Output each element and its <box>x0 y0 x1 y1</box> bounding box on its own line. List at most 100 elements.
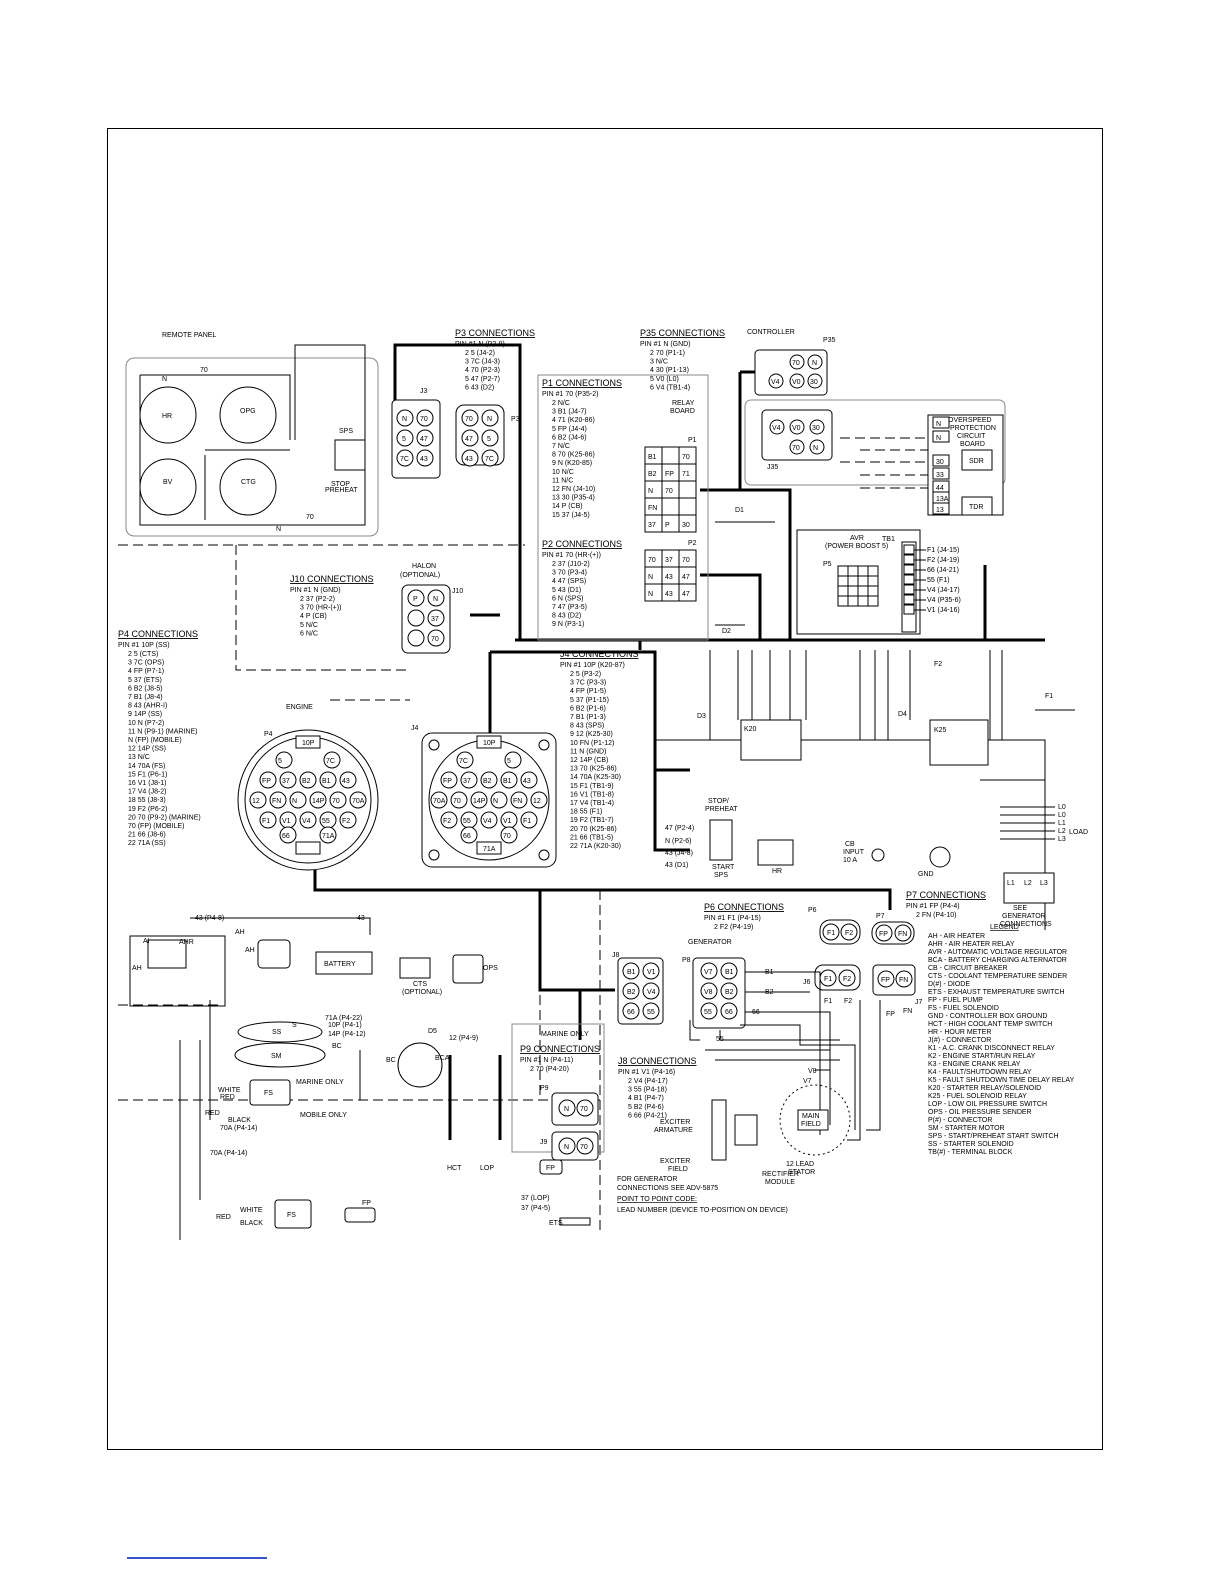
footer-link-underline[interactable] <box>127 1557 267 1559</box>
pin: V8 <box>704 989 713 996</box>
pin-label: FP <box>443 778 452 785</box>
wire-70a2-label: 70A (P4-14) <box>210 1150 247 1157</box>
j9-label: J9 <box>540 1139 548 1146</box>
pin-label: F1 <box>262 818 270 825</box>
wire-71a-label: 71A (P4-22) <box>325 1015 362 1022</box>
table-row: 22 71A (SS) <box>128 840 166 847</box>
table-row: 5 43 (D1) <box>552 587 581 594</box>
table-row: 19 F2 (P6-2) <box>128 806 167 813</box>
pin-label: 70 <box>453 798 461 805</box>
p2-table-title: P2 CONNECTIONS <box>542 539 622 549</box>
table-row: 10 FN (P1-12) <box>570 740 614 747</box>
halon-optional-label: (OPTIONAL) <box>400 572 440 579</box>
table-row: 3 7C (P3-3) <box>570 680 606 687</box>
pin: 43 <box>420 456 428 463</box>
table-row: 21 66 (J8-6) <box>128 832 166 839</box>
terminal <box>903 604 915 615</box>
preheat-label: PREHEAT <box>325 487 358 494</box>
gen-note-2: CONNECTIONS SEE ADV-5875 <box>617 1185 718 1192</box>
pin: 37 <box>665 557 673 564</box>
pin <box>530 791 548 809</box>
table-row: 11 N/C <box>552 477 573 484</box>
overspeed-label-4: BOARD <box>960 441 985 448</box>
p3-label: P3 <box>511 416 520 423</box>
p2-label: P2 <box>688 540 697 547</box>
pin <box>520 771 538 789</box>
j35-label: J35 <box>767 464 778 471</box>
wire-37-lop-label: 37 (LOP) <box>521 1195 549 1202</box>
pin-label: 71A <box>322 833 335 840</box>
ai-label: AI <box>143 938 150 945</box>
white-wire-label: WHITE <box>218 1087 241 1094</box>
table-row: PIN #1 F1 (P4-15) <box>704 915 761 922</box>
stop-label: STOP <box>331 481 350 488</box>
pin: 7C <box>400 456 409 463</box>
table-row: 3 70 (HR-(+)) <box>300 605 341 612</box>
legend-item: HCT - HIGH COOLANT TEMP SWITCH <box>928 1021 1052 1028</box>
p5-cell <box>847 595 859 607</box>
stator <box>779 1084 851 1156</box>
load-label: LOAD <box>1069 829 1088 836</box>
p5-cell <box>847 575 859 587</box>
table-row: 8 43 (SPS) <box>570 723 604 730</box>
pin: 70 <box>665 488 673 495</box>
pin <box>279 826 297 844</box>
table-row: 4 B1 (P4-7) <box>628 1095 664 1102</box>
p5-cell <box>867 595 879 607</box>
p2-cell <box>678 583 697 602</box>
table-row: PIN #1 N (GND) <box>290 587 341 594</box>
p35-label: P35 <box>823 337 836 344</box>
pin: FN <box>648 505 657 512</box>
pin: 47 <box>420 436 428 443</box>
wire-55-label: 55 <box>716 1036 724 1043</box>
pin: 37 <box>648 522 656 529</box>
pin-label: 70 <box>503 833 511 840</box>
table-row: 16 V1 (TB1-8) <box>570 791 614 798</box>
tb1-label: TB1 <box>882 536 895 543</box>
lop-label: LOP <box>480 1165 494 1172</box>
terminal <box>903 584 915 595</box>
pin-label: V4 <box>483 818 492 825</box>
page-frame <box>107 128 1103 1450</box>
p5-cell <box>847 565 859 577</box>
pin <box>259 811 277 829</box>
starter-motor <box>234 1042 326 1068</box>
table-row: 2 V4 (P4-17) <box>628 1078 668 1085</box>
pin <box>295 841 321 855</box>
tb1-terminal-label: V4 (P35-6) <box>927 597 961 604</box>
terminal-label: 44 <box>936 485 944 492</box>
pin-label: 14P <box>473 798 486 805</box>
table-row: 4 FP (P7-1) <box>128 668 164 675</box>
table-row: PIN #1 70 (HR-(+)) <box>542 552 601 559</box>
table-row: PIN #1 N (P2-9) <box>455 341 505 348</box>
j8-table-title: J8 CONNECTIONS <box>618 1056 697 1066</box>
battery-voltage-gauge <box>139 458 197 516</box>
p6-label: P6 <box>808 907 817 914</box>
pin: F1 <box>824 976 832 983</box>
hct-label: HCT <box>447 1165 462 1172</box>
pin <box>450 791 468 809</box>
pin: F2 <box>843 976 851 983</box>
l2-label: L2 <box>1024 880 1032 887</box>
pin <box>259 771 277 789</box>
line-label: L1 <box>1058 820 1066 827</box>
pin: 37 <box>431 616 439 623</box>
terminal-label: 13 <box>936 507 944 514</box>
bv-label: BV <box>163 479 173 486</box>
coolant-temp-gauge <box>219 458 277 516</box>
table-row: 3 70 (P3-4) <box>552 570 587 577</box>
legend-item: GND - CONTROLLER BOX GROUND <box>928 1013 1047 1020</box>
terminal <box>903 544 915 555</box>
pin-label: 37 <box>282 778 290 785</box>
pin-label: B1 <box>322 778 331 785</box>
pin-label: 43 <box>342 778 350 785</box>
pin: N <box>402 416 407 423</box>
pin-label: 10P <box>302 740 315 747</box>
pin <box>476 841 502 855</box>
table-row: 13 30 (P35-4) <box>552 495 595 502</box>
table-row: 9 12 (K25-30) <box>570 731 613 738</box>
tb1-terminal-label: 55 (F1) <box>927 577 950 584</box>
